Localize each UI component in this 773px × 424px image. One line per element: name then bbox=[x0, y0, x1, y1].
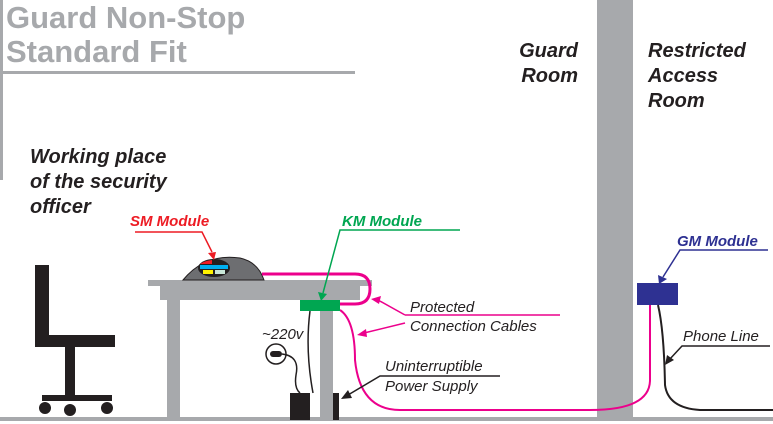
workplace-label-2: of the security bbox=[30, 171, 168, 193]
gm-module-label: GM Module bbox=[677, 233, 758, 250]
guard-room-label-1: Guard bbox=[519, 40, 579, 62]
protected-cable-floor bbox=[339, 305, 651, 411]
workplace-label-3: officer bbox=[30, 196, 92, 218]
cables-pointer-1 bbox=[377, 299, 560, 316]
ups-arrow-icon bbox=[341, 390, 352, 399]
ups-device bbox=[290, 393, 310, 420]
km-module-device bbox=[300, 300, 340, 311]
restricted-room-label-3: Room bbox=[648, 90, 705, 112]
chair-icon bbox=[35, 265, 115, 416]
gm-module-device bbox=[637, 283, 678, 305]
gm-arrow-icon bbox=[658, 275, 667, 284]
phone-line-cable bbox=[657, 304, 773, 411]
ups-power-cable bbox=[281, 353, 301, 394]
sm-arrow-icon bbox=[208, 252, 216, 260]
phone-arrow-icon bbox=[665, 355, 674, 365]
km-arrow-icon bbox=[318, 292, 327, 301]
desk bbox=[148, 280, 372, 418]
cables-arrow-icon-1 bbox=[371, 296, 381, 304]
km-pointer bbox=[322, 229, 460, 294]
title-line-2: Standard Fit bbox=[6, 34, 187, 69]
cables-label-1: Protected bbox=[410, 299, 475, 316]
power-plug-icon bbox=[270, 351, 282, 357]
restricted-room-label-1: Restricted bbox=[648, 40, 747, 62]
ups-pointer bbox=[347, 375, 500, 396]
cables-arrow-icon-2 bbox=[357, 329, 367, 337]
protected-cable-top bbox=[262, 272, 372, 306]
title-underline bbox=[0, 71, 355, 74]
phone-line-label: Phone Line bbox=[683, 328, 759, 345]
phone-pointer bbox=[668, 345, 770, 361]
cables-pointer-2 bbox=[363, 322, 406, 334]
workplace-label-1: Working place bbox=[30, 146, 166, 168]
ups-label-1: Uninterruptible bbox=[385, 358, 483, 375]
ups-device-back bbox=[333, 393, 339, 420]
guard-room-label-2: Room bbox=[521, 65, 578, 87]
ups-label-2: Power Supply bbox=[385, 378, 479, 395]
sm-pointer bbox=[135, 231, 213, 253]
gm-pointer bbox=[662, 249, 768, 278]
title-side-line bbox=[0, 0, 3, 180]
title-line-1: Guard Non-Stop bbox=[6, 0, 245, 35]
km-module-label: KM Module bbox=[342, 213, 422, 230]
sm-module-device bbox=[181, 256, 265, 281]
sm-module-label: SM Module bbox=[130, 213, 209, 230]
restricted-room-label-2: Access bbox=[647, 65, 718, 87]
floor bbox=[0, 417, 773, 421]
wall bbox=[597, 0, 633, 418]
voltage-label: ~220v bbox=[262, 326, 305, 343]
cables-label-2: Connection Cables bbox=[410, 318, 537, 335]
km-power-cable bbox=[307, 310, 314, 394]
